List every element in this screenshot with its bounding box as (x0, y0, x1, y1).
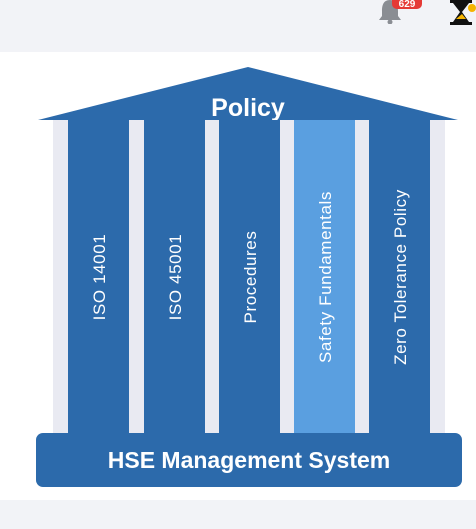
pillar-label: Safety Fundamentals (316, 191, 335, 363)
hse-diagram-card: Policy ISO 14001 ISO 45001 Procedures Sa… (0, 52, 476, 500)
top-bar: 629 (0, 0, 476, 52)
pillar-label: Procedures (241, 231, 260, 324)
pillar-safety-fundamentals: Safety Fundamentals (294, 120, 355, 434)
hourglass-icon[interactable] (448, 0, 476, 26)
page-bottom-strip (0, 500, 476, 529)
pillar-label: Zero Tolerance Policy (391, 189, 410, 365)
pillar-label: ISO 45001 (166, 234, 185, 321)
pillar-zero-tolerance-policy: Zero Tolerance Policy (369, 120, 430, 434)
roof (38, 67, 458, 120)
foundation (36, 433, 462, 487)
foundation-label: HSE Management System (108, 447, 390, 473)
notification-count-badge: 629 (392, 0, 422, 9)
pillar-iso-45001: ISO 45001 (144, 120, 205, 434)
pillar-label: ISO 14001 (90, 234, 109, 321)
pillar-iso-14001: ISO 14001 (68, 120, 129, 434)
roof-label: Policy (211, 94, 285, 122)
pillar-procedures: Procedures (219, 120, 280, 434)
hse-house-diagram: Policy ISO 14001 ISO 45001 Procedures Sa… (36, 67, 462, 487)
